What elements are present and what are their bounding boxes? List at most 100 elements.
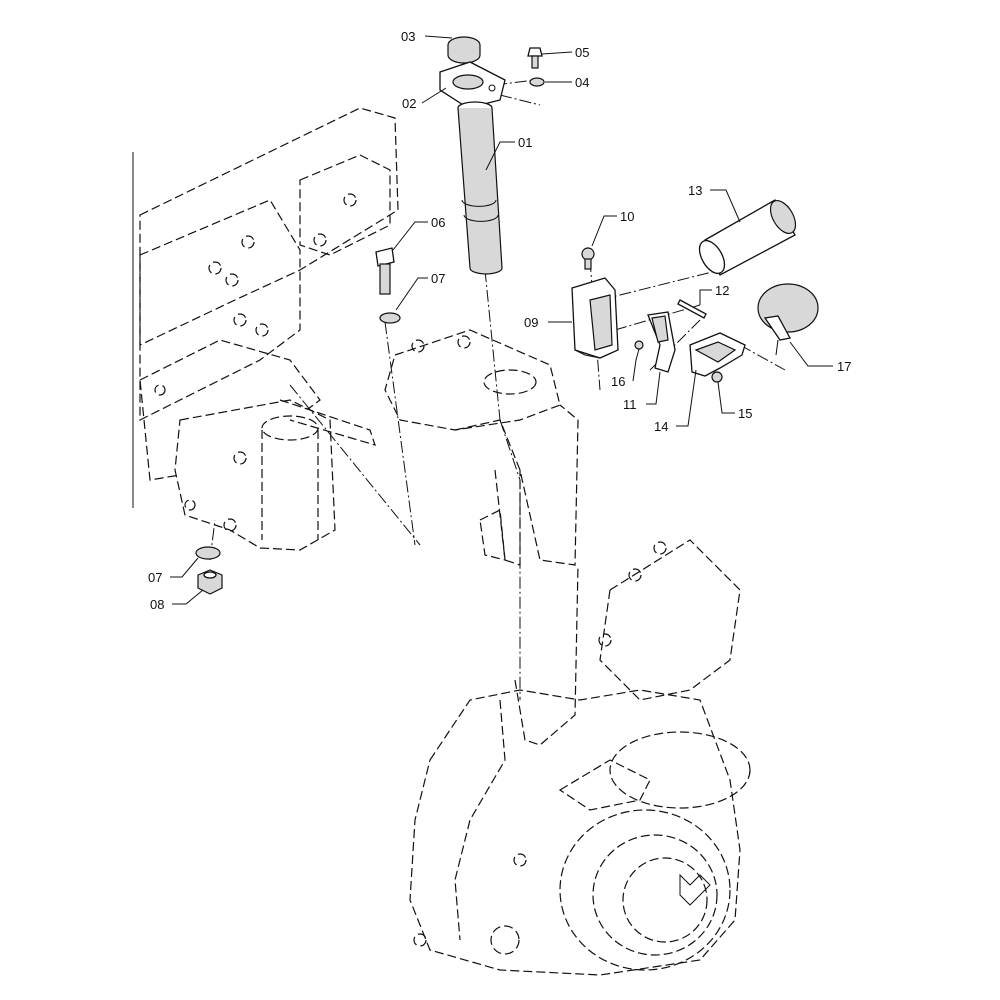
frame-bracket bbox=[299, 154, 391, 256]
knuckle-body bbox=[409, 689, 741, 976]
callout-labels: 03 02 05 04 01 06 07 07 08 10 09 13 12 1… bbox=[148, 29, 851, 612]
knuckle-arm-left bbox=[454, 699, 506, 941]
leader-07-upper bbox=[395, 277, 428, 311]
callout-16: 16 bbox=[611, 374, 625, 389]
part-11-clamp[interactable] bbox=[647, 311, 676, 373]
part-05-bolt[interactable] bbox=[527, 47, 543, 69]
axle-housing-strip bbox=[279, 399, 376, 446]
knuckle-bolt bbox=[513, 853, 527, 867]
knuckle-arm-upper bbox=[514, 564, 579, 746]
callout-03: 03 bbox=[401, 29, 415, 44]
part-06-bolt[interactable] bbox=[375, 247, 395, 295]
axis-sensor-13 bbox=[599, 269, 721, 301]
frame-bolt bbox=[241, 235, 255, 249]
callout-05: 05 bbox=[575, 45, 589, 60]
spindle-bracket bbox=[384, 329, 579, 566]
part-04-washer[interactable] bbox=[529, 77, 545, 87]
bracket-bolt bbox=[457, 335, 471, 349]
part-09-bracket[interactable] bbox=[571, 277, 619, 359]
bracket-chain-detail bbox=[479, 509, 506, 561]
callout-01: 01 bbox=[518, 135, 532, 150]
knuckle-upper-flange bbox=[609, 731, 751, 809]
part-16-nut[interactable] bbox=[634, 340, 644, 350]
leader-05 bbox=[541, 51, 573, 55]
frame-upper-plate bbox=[139, 107, 399, 346]
callout-10: 10 bbox=[620, 209, 634, 224]
frame-bolt bbox=[343, 193, 357, 207]
axle-bolt bbox=[223, 518, 237, 532]
assembly-axes bbox=[209, 79, 786, 700]
leader-07-lower bbox=[170, 557, 199, 578]
axis-plate-washer bbox=[499, 94, 541, 106]
frame-bolt bbox=[225, 273, 239, 287]
axis-sensor-17 bbox=[739, 344, 786, 371]
callout-06: 06 bbox=[431, 215, 445, 230]
hub-cap-logo bbox=[679, 873, 711, 906]
leader-08 bbox=[172, 589, 204, 605]
frame-side-plate bbox=[139, 199, 301, 421]
bracket-top-plate bbox=[384, 329, 561, 431]
callout-07-upper: 07 bbox=[431, 271, 445, 286]
part-08-nut[interactable] bbox=[197, 569, 223, 595]
leader-13 bbox=[710, 189, 741, 223]
hub-mid bbox=[592, 834, 718, 956]
callout-08: 08 bbox=[150, 597, 164, 612]
axle-bolt bbox=[233, 451, 247, 465]
leader-02 bbox=[421, 87, 447, 104]
part-15-screw[interactable] bbox=[711, 371, 723, 383]
callout-11: 11 bbox=[623, 397, 637, 412]
callout-02: 02 bbox=[402, 96, 416, 111]
sensor-bracket bbox=[558, 759, 651, 811]
part-02-plate[interactable] bbox=[439, 61, 506, 109]
callout-09: 09 bbox=[524, 315, 538, 330]
leader-14 bbox=[676, 369, 697, 427]
hub-outer bbox=[559, 809, 731, 971]
part-13-sleeve[interactable] bbox=[694, 196, 800, 277]
axis-spindle bbox=[484, 269, 501, 421]
part-10-screw[interactable] bbox=[581, 247, 595, 270]
leader-06 bbox=[392, 221, 428, 251]
axle-housing-tube bbox=[261, 430, 319, 540]
leader-10 bbox=[591, 215, 617, 247]
leader-01 bbox=[485, 141, 515, 171]
axle-housing-body bbox=[174, 399, 336, 551]
frame-bolt bbox=[154, 384, 166, 396]
knuckle-bolt bbox=[413, 933, 427, 947]
callout-14: 14 bbox=[654, 419, 668, 434]
axle-bolt bbox=[184, 499, 196, 511]
axis-sensor-11 bbox=[649, 319, 701, 371]
frame-bolt bbox=[233, 313, 247, 327]
pivot-pin bbox=[490, 925, 520, 955]
hub-inner bbox=[622, 857, 708, 943]
bracket-bore bbox=[483, 369, 537, 395]
callout-15: 15 bbox=[738, 406, 752, 421]
leader-12 bbox=[699, 289, 712, 305]
part-17-sensor[interactable] bbox=[757, 283, 819, 356]
callout-13: 13 bbox=[688, 183, 702, 198]
part-03-cap[interactable] bbox=[447, 36, 481, 64]
frame-bolt bbox=[313, 233, 327, 247]
frame-bolt bbox=[208, 261, 222, 275]
part-07-washer-upper[interactable] bbox=[379, 312, 401, 324]
leader-03 bbox=[424, 35, 453, 39]
part-14-bracket[interactable] bbox=[689, 332, 746, 377]
part-01-spindle[interactable] bbox=[457, 101, 503, 275]
knuckle-hub-assembly bbox=[409, 539, 751, 976]
part-12-pin[interactable] bbox=[677, 299, 707, 319]
callout-04: 04 bbox=[575, 75, 589, 90]
callout-07-lower: 07 bbox=[148, 570, 162, 585]
leader-16 bbox=[632, 348, 640, 382]
axis-housing bbox=[289, 384, 421, 546]
bracket-rib bbox=[494, 469, 521, 566]
callout-17: 17 bbox=[837, 359, 851, 374]
leader-11 bbox=[646, 371, 661, 405]
frame-bolt bbox=[255, 323, 269, 337]
leader-lines bbox=[170, 35, 833, 605]
part-07-washer-lower[interactable] bbox=[195, 546, 221, 560]
callout-12: 12 bbox=[715, 283, 729, 298]
bracket-bolt bbox=[411, 339, 425, 353]
arm-bolt bbox=[628, 568, 642, 582]
arm-bolt bbox=[653, 541, 667, 555]
bracket-leg bbox=[454, 404, 579, 566]
